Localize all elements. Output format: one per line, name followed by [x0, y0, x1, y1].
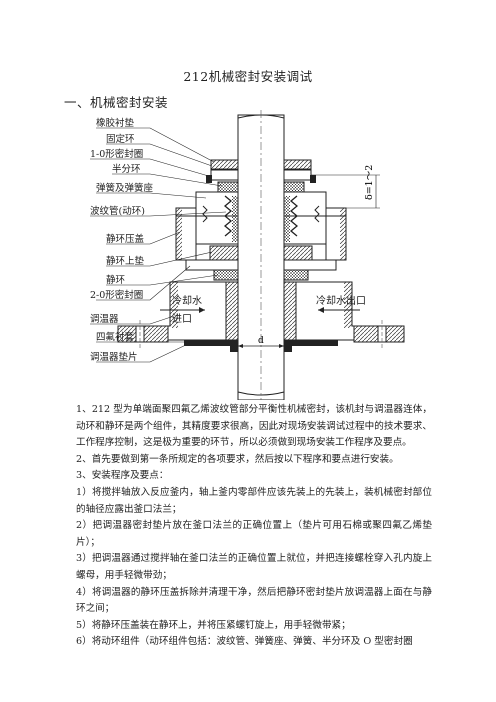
paragraph: 1、212 型为单端面聚四氟乙烯波纹管部分平衡性机械密封，该机封与调温器连体，动…	[76, 404, 432, 449]
static-ring	[185, 245, 337, 281]
label-half-ring: 半分环	[112, 163, 141, 175]
leader-lines	[90, 127, 232, 363]
label-cooling-inlet-2: 进口	[172, 313, 192, 325]
label-regulator: 调温器	[90, 314, 119, 325]
label-static-ring: 静环	[106, 274, 125, 286]
section-heading: 一、机械密封安装	[64, 95, 169, 110]
label-rubber-gasket: 橡胶衬垫	[96, 117, 135, 129]
fixed-ring	[206, 159, 316, 183]
body-text: 1、212 型为单端面聚四氟乙烯波纹管部分平衡性机械密封，该机封与调温器连体，动…	[76, 402, 432, 651]
delta-label: δ=1～2	[364, 165, 375, 200]
paragraph: 2、首先要做到第一条所规定的各项要求，然后按以下程序和要点进行安装。	[76, 453, 399, 465]
label-bellows: 波纹管(动环)	[90, 205, 145, 217]
paragraph: 3）把调温器通过搅拌轴在釜口法兰的正确位置上就位，并把连接螺栓穿入孔内旋上螺母，…	[76, 553, 432, 581]
diameter-mark: d	[238, 336, 284, 348]
spring-seat	[195, 181, 327, 245]
label-spring-seat: 弹簧及弹簧座	[96, 182, 154, 194]
page-title: 212机械密封安装调试	[183, 69, 313, 84]
paragraph: 3、安装程序及要点：	[76, 470, 169, 482]
paragraph: 1）将搅拌轴放入反应釜内，轴上釜内零部件应该先装上的先装上，装机械密封部位的轴径…	[76, 486, 432, 515]
label-regulator-pad: 调温器垫片	[90, 351, 138, 363]
label-cooling-inlet: 冷却水	[172, 294, 202, 307]
label-cooling-outlet: 冷却水出口	[316, 294, 366, 307]
mechanical-seal-diagram: d δ=1～2 橡胶衬垫 固定环 1-0形密封圈 半分环 弹簧及弹簧座 波纹管(…	[90, 110, 405, 400]
shaft	[237, 110, 285, 400]
label-static-gland: 静环压盖	[106, 233, 145, 245]
label-fixed-ring: 固定环	[106, 133, 135, 145]
label-o-ring-2: 2-0形密封圈	[90, 289, 143, 301]
label-static-upper-pad: 静环上垫	[106, 255, 145, 267]
paragraph: 6）将动环组件（动环组件包括：波纹管、弹簧座、弹簧、半分环及 O 型密封圈	[76, 636, 413, 648]
diameter-label: d	[258, 336, 264, 346]
paragraph: 4）将调温器的静环压盖拆除并清理干净，然后把静环密封垫片放调温器上面在与静环之间…	[76, 586, 432, 615]
label-o-ring-1: 1-0形密封圈	[90, 148, 143, 160]
cooling-arrows	[160, 307, 360, 313]
label-ptfe-liner: 四氟衬套	[96, 331, 135, 343]
paragraph: 5）将静环压盖装在静环上，并将压紧螺钉旋上，用手轻微带紧；	[76, 619, 351, 631]
paragraph: 2）把调温器密封垫片放在釜口法兰的正确位置上（垫片可用石棉或聚四氟乙烯垫片）；	[76, 520, 432, 548]
delta-dimension: δ=1～2	[311, 165, 380, 209]
